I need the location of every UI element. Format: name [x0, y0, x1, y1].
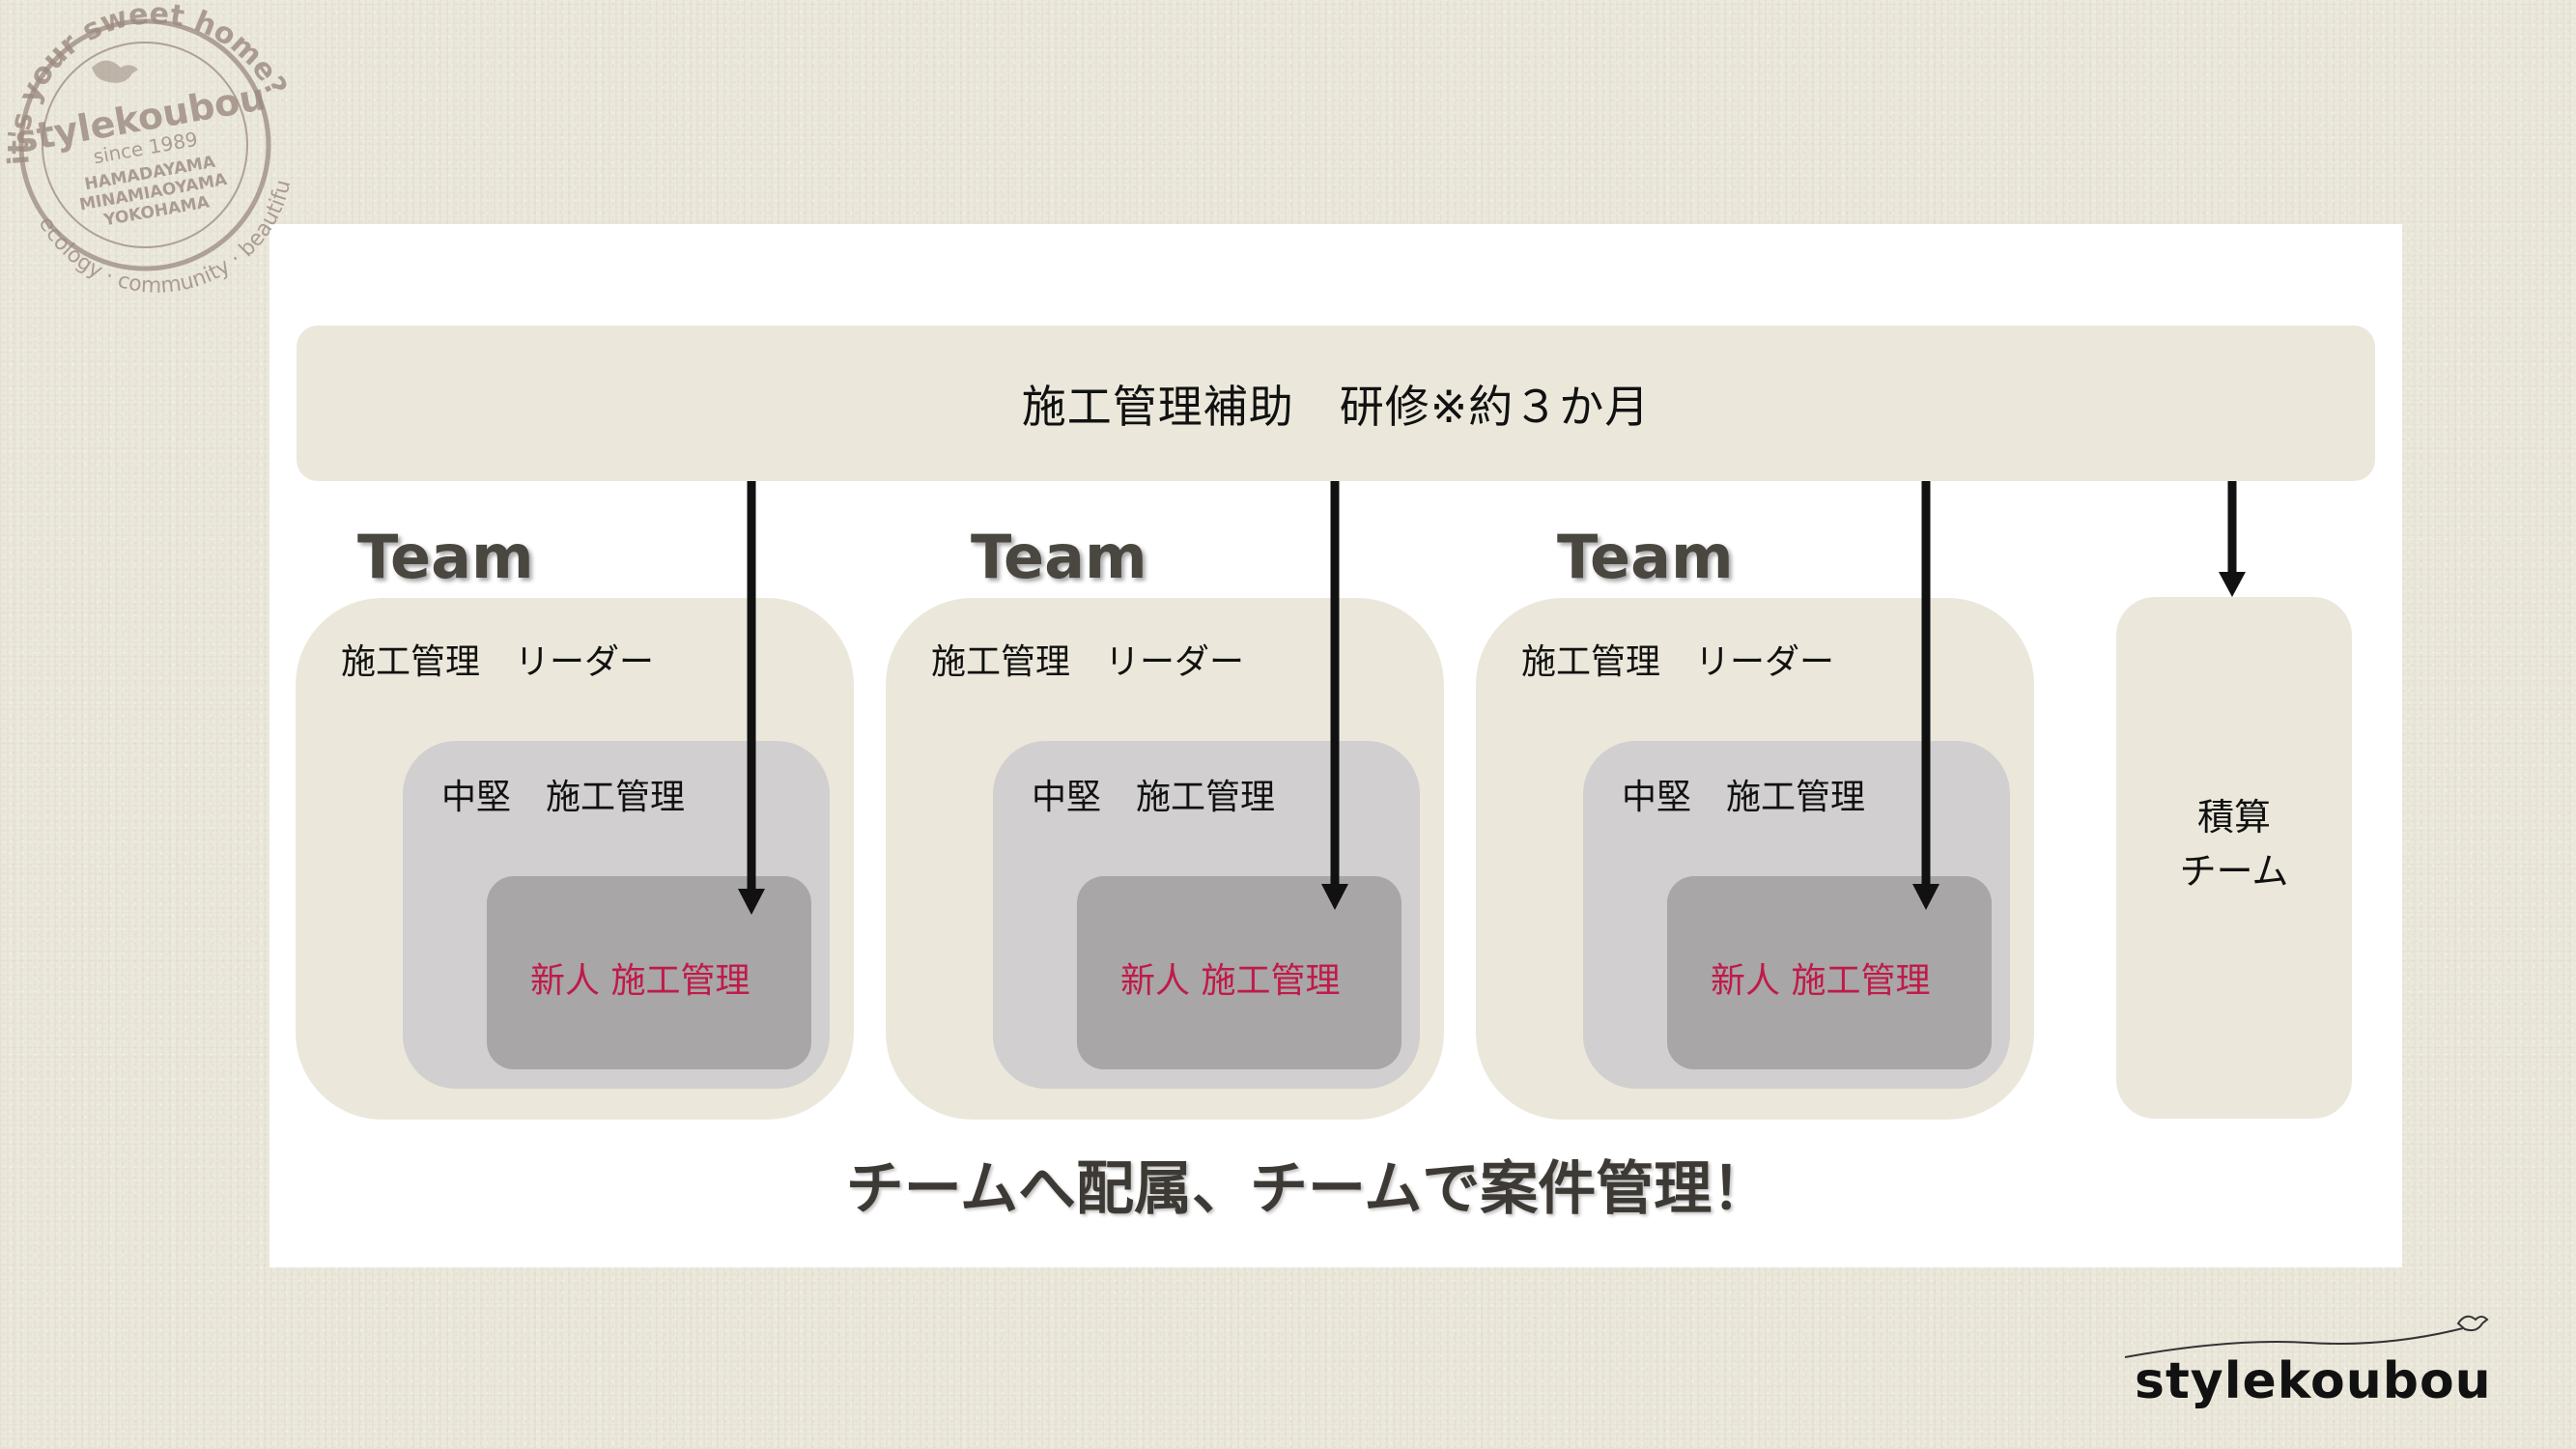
stamp-bird-icon — [92, 60, 138, 83]
arrow-head-estimation — [2219, 572, 2246, 597]
team-2-newcomer-label: 新人 施工管理 — [1120, 961, 1341, 1001]
team-1-leader-label: 施工管理 リーダー — [341, 642, 655, 682]
team-3-mid-label: 中堅 施工管理 — [1622, 778, 1866, 817]
team-2-leader-label: 施工管理 リーダー — [931, 642, 1245, 682]
team-3-newcomer-box — [1667, 876, 1992, 1069]
training-banner-text: 施工管理補助 研修※約３か月 — [1021, 380, 1651, 433]
arrow-head-team-2 — [1321, 884, 1348, 910]
stamp-logo: it's your sweet home? ecology · communit… — [0, 0, 296, 298]
caption: チームへ配属、チームで案件管理！ — [845, 1155, 1770, 1223]
team-title-3: Team — [1557, 522, 1734, 592]
estimation-team-line2: チーム — [2179, 850, 2289, 893]
team-title-2: Team — [971, 522, 1147, 592]
estimation-team-label: 積算 チーム — [2116, 790, 2352, 898]
arrow-head-team-3 — [1912, 884, 1939, 910]
estimation-team-line1: 積算 — [2196, 796, 2271, 838]
team-3-newcomer-label: 新人 施工管理 — [1711, 961, 1931, 1001]
team-2-mid-label: 中堅 施工管理 — [1032, 778, 1276, 817]
logo-swoosh-icon — [2124, 1315, 2489, 1358]
logo-text: stylekoubou — [2135, 1352, 2492, 1410]
team-2-newcomer-box — [1077, 876, 1401, 1069]
arrow-head-team-1 — [738, 889, 765, 915]
team-1-newcomer-label: 新人 施工管理 — [530, 961, 750, 1001]
team-1-mid-label: 中堅 施工管理 — [441, 778, 686, 817]
estimation-team-box — [2116, 597, 2352, 1119]
training-banner: 施工管理補助 研修※約３か月 — [297, 326, 2375, 481]
team-1-newcomer-box — [487, 876, 811, 1069]
team-title-1: Team — [357, 522, 534, 592]
team-3-leader-label: 施工管理 リーダー — [1521, 642, 1835, 682]
